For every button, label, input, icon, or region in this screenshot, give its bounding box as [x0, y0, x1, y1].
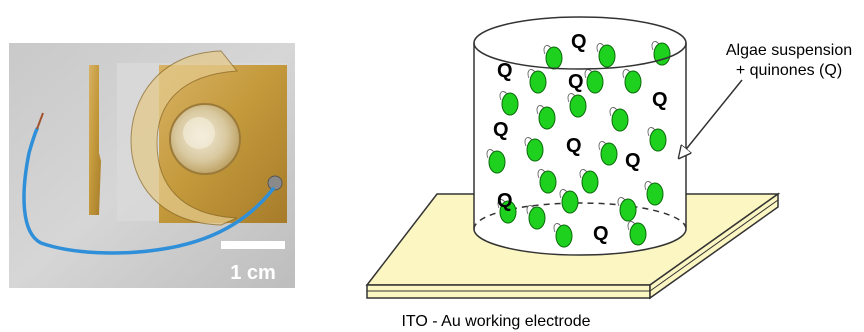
quinone-label: Q [593, 223, 609, 245]
quinone-label: Q [493, 119, 509, 141]
algae-cell [646, 182, 664, 206]
algae-cell [598, 44, 616, 68]
quinone-labels: Q Q Q Q Q Q Q Q Q [493, 31, 668, 245]
algae-cell [528, 206, 546, 230]
algae-cells [486, 41, 671, 248]
algae-flagellum [596, 43, 605, 53]
suspension-label-line1: Algae suspension [726, 42, 852, 59]
acrylic-chamber [130, 50, 238, 226]
algae-cell [624, 70, 642, 94]
algae-flagellum [651, 41, 660, 51]
algae-cell [526, 138, 544, 162]
algae-flagellum [579, 169, 588, 179]
scale-bar-label: 1 cm [230, 262, 276, 284]
algae-flagellum [524, 137, 533, 147]
algae-flagellum [598, 141, 607, 151]
algae-flagellum [617, 197, 626, 207]
suspension-label-line2: + quinones (Q) [736, 62, 842, 79]
quinone-label: Q [568, 71, 584, 93]
algae-flagellum [537, 169, 546, 179]
blue-wire [22, 127, 275, 255]
algae-flagellum [622, 69, 631, 79]
algae-cell [538, 106, 556, 130]
algae-cell [653, 42, 671, 66]
algae-cell [529, 70, 547, 94]
algae-cell [488, 150, 506, 174]
quinone-label: Q [652, 89, 668, 111]
wire-tip [36, 112, 44, 130]
algae-flagellum [553, 223, 562, 233]
wire-solder [267, 175, 283, 191]
algae-cell [499, 200, 517, 224]
algae-flagellum [644, 181, 653, 191]
algae-flagellum [486, 149, 495, 159]
algae-flagellum [497, 199, 506, 209]
scale-bar [221, 241, 285, 249]
algae-flagellum [609, 107, 618, 117]
suspension-pointer-arrow [679, 79, 743, 158]
algae-cell [619, 198, 637, 222]
algae-flagellum [647, 127, 656, 137]
algae-flagellum [559, 189, 568, 199]
algae-cell [586, 70, 604, 94]
algae-flagellum [526, 205, 535, 215]
quinone-label: Q [497, 190, 513, 212]
algae-cell [581, 170, 599, 194]
algae-flagellum [584, 69, 593, 79]
algae-flagellum [527, 69, 536, 79]
algae-cell [555, 224, 573, 248]
quinone-label: Q [571, 31, 587, 53]
quinone-label: Q [625, 150, 641, 172]
algae-flagellum [499, 91, 508, 101]
algae-cell [501, 92, 519, 116]
algae-cell [561, 190, 579, 214]
algae-cell [569, 94, 587, 118]
cylinder-top-rim [473, 16, 687, 70]
algae-cell [539, 170, 557, 194]
algae-cell [611, 108, 629, 132]
algae-flagellum [543, 45, 552, 55]
algae-flagellum [536, 105, 545, 115]
cylinder-bottom-front [473, 228, 687, 256]
quinone-label: Q [566, 135, 582, 157]
algae-cell [649, 128, 667, 152]
gold-strip [89, 65, 101, 215]
quinone-label: Q [497, 60, 513, 82]
algae-cell [545, 46, 563, 70]
electrode-label: ITO - Au working electrode [401, 313, 590, 330]
algae-cell [629, 222, 647, 246]
algae-cell [600, 142, 618, 166]
algae-flagellum [567, 93, 576, 103]
algae-flagellum [627, 221, 636, 231]
device-photo: 1 cm [9, 43, 295, 288]
